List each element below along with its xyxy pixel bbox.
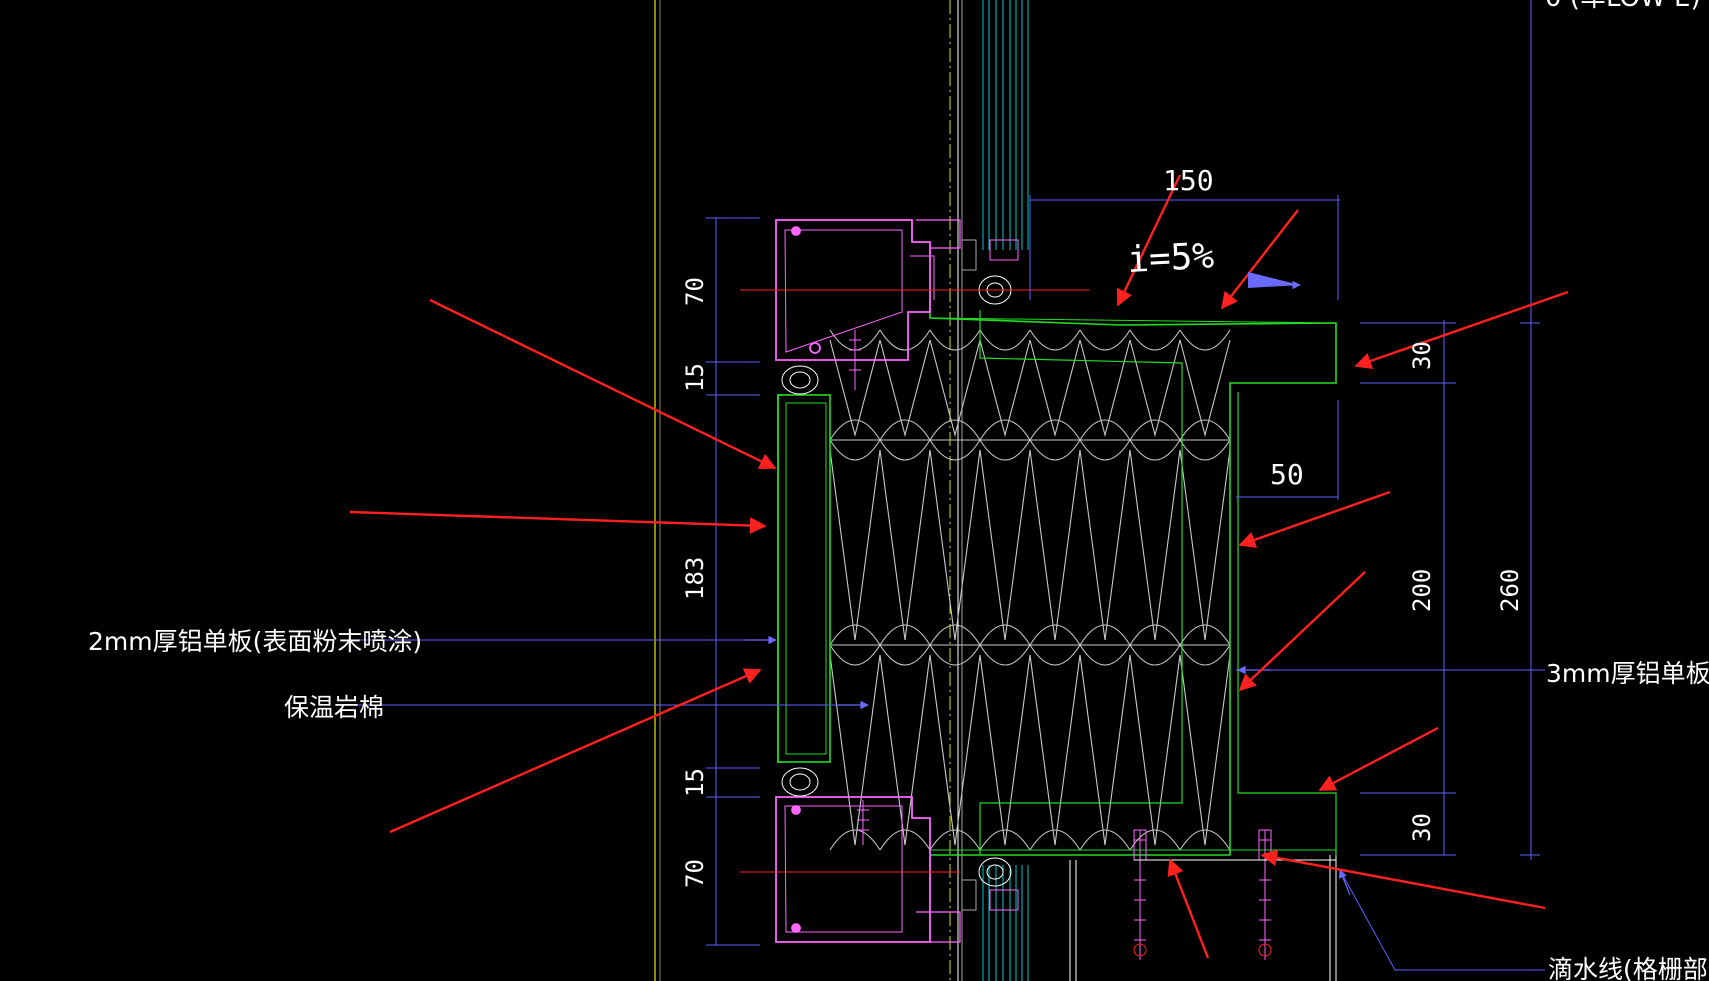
axis-lines [654,0,963,981]
label-3mm-panel: 3mm厚铝单板(表 [1546,659,1709,688]
material-labels: 0 (车LOW-E) 2mm厚铝单板(表面粉末喷涂) 保温岩棉 3mm厚铝单板(… [88,0,1709,981]
aluminium-panels [777,308,1337,856]
label-insulation: 保温岩棉 [284,693,384,722]
dim-right-200: 200 [1408,569,1436,612]
dim-left-15-bottom: 15 [681,768,709,797]
dim-mid-50: 50 [1270,458,1304,491]
aluminium-profiles [775,219,961,943]
glass-mullion [982,0,1077,981]
dim-left-183: 183 [681,557,709,600]
dim-top-150: 150 [1163,164,1214,197]
slope-label: i=5% [1126,235,1215,280]
dim-left-70-top: 70 [681,277,709,306]
label-drip-line: 滴水线(格栅部位无 [1548,955,1709,981]
slope-indicator: i=5% [1126,235,1300,288]
dim-right-260: 260 [1496,569,1524,612]
red-markup-arrows [349,174,1569,959]
fixings [740,239,1337,981]
dim-right-30-bottom: 30 [1408,813,1436,842]
dim-left-70-bottom: 70 [681,859,709,888]
label-2mm-panel: 2mm厚铝单板(表面粉末喷涂) [88,627,422,656]
dim-left-15-top: 15 [681,363,709,392]
insulation-rockwool [829,329,1231,851]
dimension-lines [358,0,1545,971]
dimension-texts: 70 15 183 15 70 150 50 30 200 30 260 [681,164,1524,888]
label-top-right: 0 (车LOW-E) [1545,0,1701,13]
dim-right-30-top: 30 [1408,341,1436,370]
